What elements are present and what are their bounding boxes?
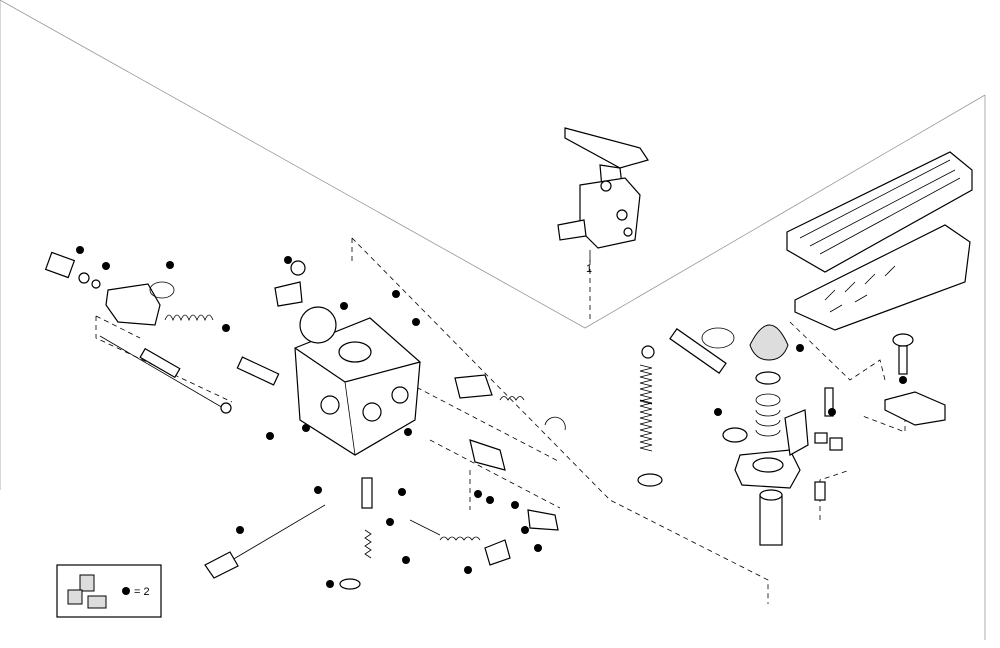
quantity-markers bbox=[76, 246, 907, 588]
main-valve-body bbox=[274, 260, 421, 456]
page-frame bbox=[0, 0, 986, 640]
left-valve-stack bbox=[44, 251, 280, 414]
foot-pedal-assembly bbox=[786, 151, 973, 331]
legend-box bbox=[56, 564, 162, 618]
lower-valve-components bbox=[204, 374, 566, 590]
right-valve-components bbox=[637, 324, 946, 546]
assembled-pedal-valve bbox=[557, 127, 649, 262]
legend-text: = 2 bbox=[134, 586, 150, 598]
callout-number: 1 bbox=[586, 263, 592, 275]
